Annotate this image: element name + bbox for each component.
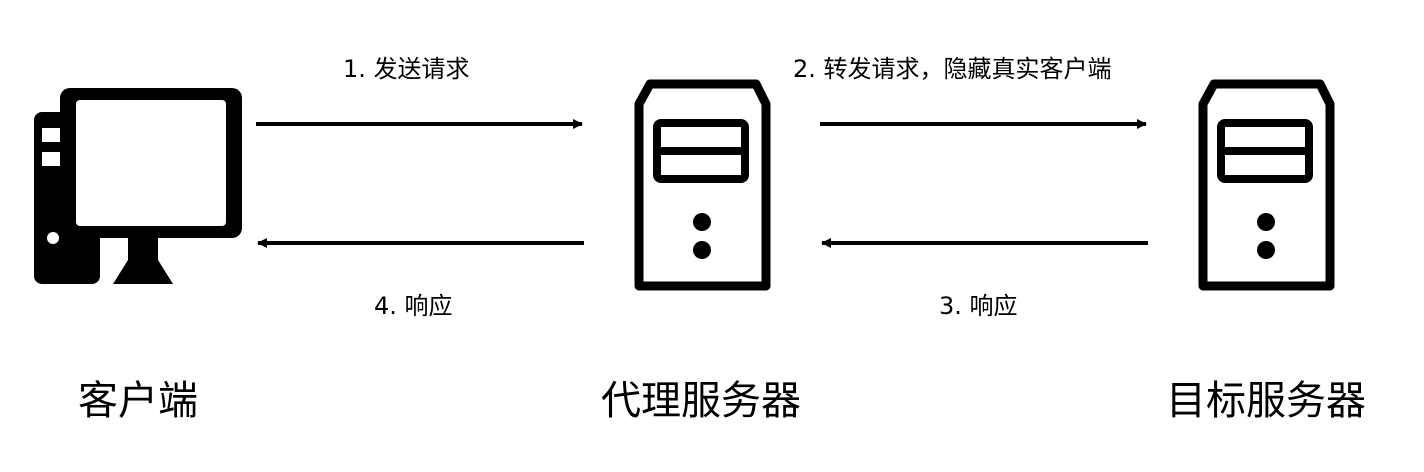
step-label-target-response: 3. 响应 — [939, 292, 1018, 320]
step-label-proxy-response: 4. 响应 — [374, 292, 453, 320]
server-tower-icon — [1198, 79, 1335, 291]
node-label-proxy-server: 代理服务器 — [601, 378, 801, 424]
step-label-forward-request: 2. 转发请求，隐藏真实客户端 — [793, 55, 1112, 83]
desktop-computer-icon — [34, 88, 242, 284]
server-tower-icon — [634, 79, 771, 291]
step-label-send-request: 1. 发送请求 — [343, 55, 470, 83]
node-label-client: 客户端 — [78, 378, 198, 424]
node-label-target-server: 目标服务器 — [1166, 378, 1366, 424]
